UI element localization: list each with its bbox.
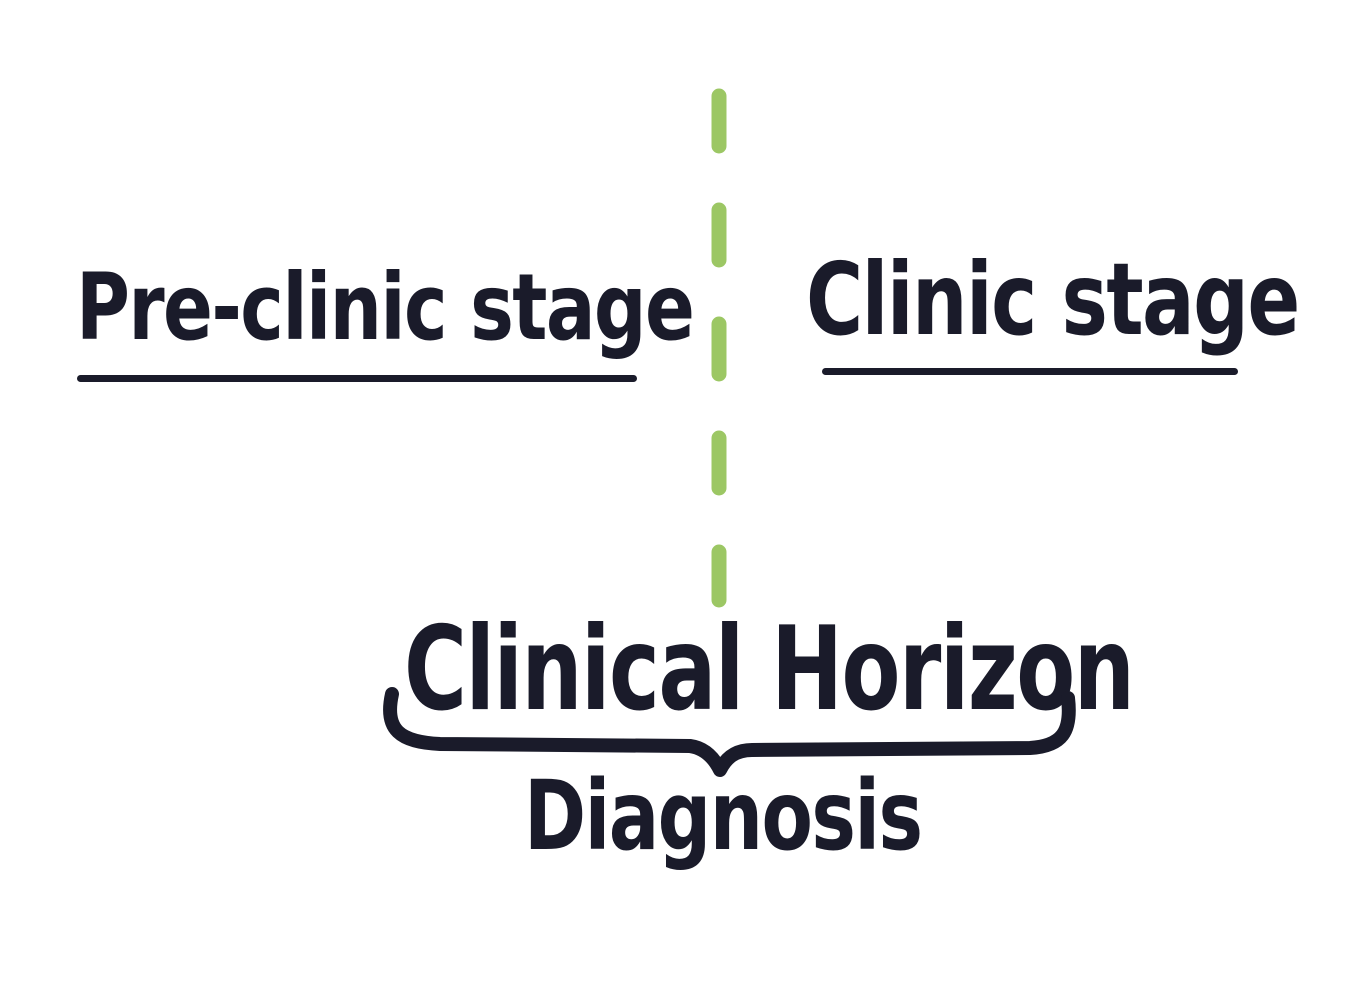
clinical-horizon-label: Clinical Horizon — [404, 602, 1135, 737]
brace-path — [383, 687, 1076, 777]
clinic-stage-underline — [822, 368, 1238, 375]
pre-clinic-stage-underline — [77, 375, 637, 382]
diagnosis-label: Diagnosis — [524, 760, 923, 872]
clinic-stage-label: Clinic stage — [806, 241, 1300, 358]
pre-clinic-stage-label: Pre-clinic stage — [76, 254, 695, 361]
